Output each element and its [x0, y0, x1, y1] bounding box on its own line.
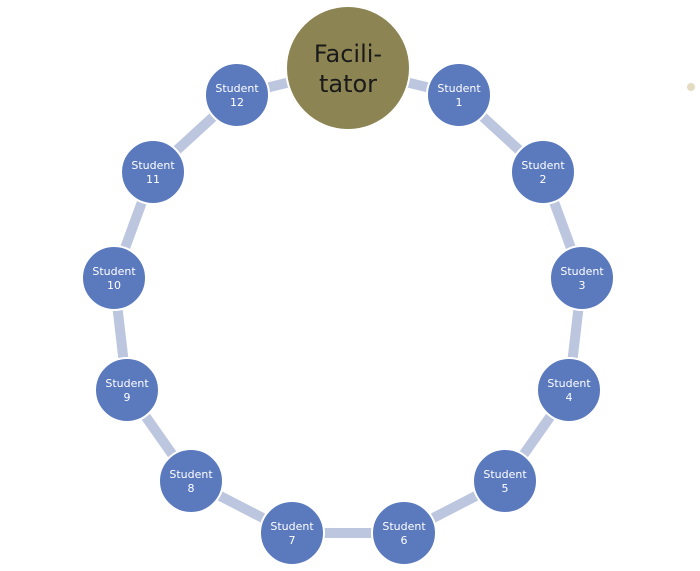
student-node-label: Student: [483, 468, 527, 481]
facilitator-circle: [285, 5, 411, 131]
student-node-label: Student: [547, 377, 591, 390]
student-node-circle: [94, 357, 160, 423]
student-node-number: 10: [107, 279, 121, 292]
student-node-number: 1: [456, 96, 463, 109]
student-node-label: Student: [270, 520, 314, 533]
student-node-label: Student: [92, 265, 136, 278]
student-node-label: Student: [382, 520, 426, 533]
student-node-number: 6: [401, 534, 408, 547]
student-node-number: 7: [289, 534, 296, 547]
student-node-label: Student: [131, 159, 175, 172]
student-node-circle: [371, 500, 437, 566]
student-node-number: 5: [502, 482, 509, 495]
student-node-label: Student: [437, 82, 481, 95]
student-node-label: Student: [105, 377, 149, 390]
student-node-circle: [536, 357, 602, 423]
student-node-label: Student: [215, 82, 259, 95]
student-node-circle: [426, 62, 492, 128]
student-node-circle: [81, 245, 147, 311]
student-nodes: Student1Student2Student3Student4Student5…: [81, 62, 615, 566]
student-node-number: 8: [188, 482, 195, 495]
student-node-number: 4: [566, 391, 573, 404]
student-node-circle: [259, 500, 325, 566]
student-node-circle: [472, 448, 538, 514]
student-node-circle: [204, 62, 270, 128]
facilitator-label-line2: tator: [319, 70, 377, 98]
student-node-circle: [549, 245, 615, 311]
student-node-number: 3: [579, 279, 586, 292]
student-node-number: 9: [124, 391, 131, 404]
decorative-dot: [687, 83, 695, 91]
student-node-label: Student: [169, 468, 213, 481]
student-node-circle: [158, 448, 224, 514]
student-node-number: 12: [230, 96, 244, 109]
student-node-circle: [510, 139, 576, 205]
facilitator-node: Facili-tator: [285, 5, 411, 131]
student-node-label: Student: [560, 265, 604, 278]
student-node-label: Student: [521, 159, 565, 172]
student-node-circle: [120, 139, 186, 205]
student-node-number: 2: [540, 173, 547, 186]
student-node-number: 11: [146, 173, 160, 186]
facilitator-label-line1: Facili-: [314, 40, 382, 68]
